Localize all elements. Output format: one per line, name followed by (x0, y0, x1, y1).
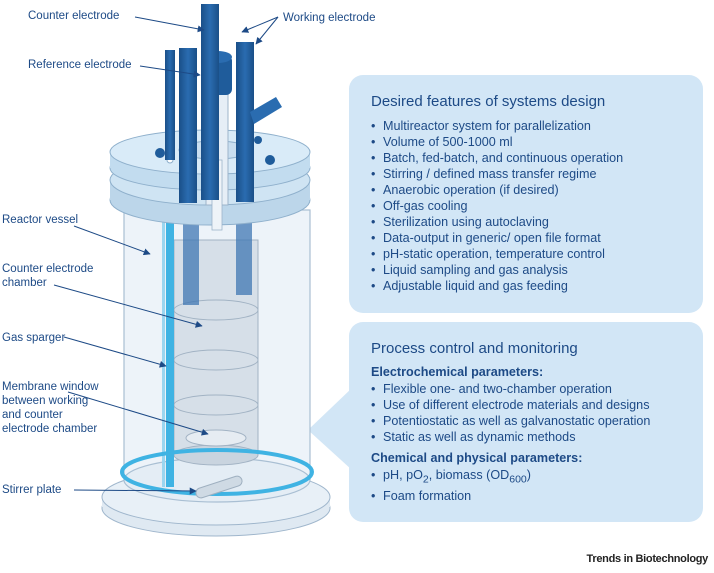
chemical-physical-heading: Chemical and physical parameters: (371, 451, 583, 465)
list-item: Off-gas cooling (371, 198, 703, 214)
counter-electrode-rod (201, 4, 219, 200)
journal-brand: Trends in Biotechnology (586, 553, 709, 565)
design-features-list: Multireactor system for parallelization … (371, 118, 703, 294)
item-text: , biomass (OD (428, 468, 510, 482)
label-reactor-vessel: Reactor vessel (2, 214, 79, 226)
callout-pointer (308, 388, 352, 470)
list-item: Batch, fed-batch, and continuous operati… (371, 150, 703, 166)
label-stirrer-plate: Stirrer plate (2, 484, 62, 496)
design-features-panel: Desired features of systems design Multi… (349, 75, 703, 313)
working-electrode-rod-lower (236, 210, 252, 295)
item-text: ) (526, 468, 531, 482)
list-item: Potentiostatic as well as galvanostatic … (371, 413, 703, 429)
list-item: Use of different electrode materials and… (371, 397, 703, 413)
list-item: Anaerobic operation (if desired) (371, 182, 703, 198)
small-port-rod (165, 50, 175, 160)
counter-electrode-rod-lower (183, 210, 199, 305)
list-item: Adjustable liquid and gas feeding (371, 278, 703, 294)
list-item: Sterilization using autoclaving (371, 214, 703, 230)
list-item: Multireactor system for parallelization (371, 118, 703, 134)
item-text: pH, pO (383, 468, 423, 482)
subscript: 600 (509, 473, 527, 486)
process-control-title: Process control and monitoring (371, 340, 578, 357)
working-electrode-rod-right (236, 42, 254, 202)
list-item: Foam formation (371, 488, 703, 504)
gas-sparger (162, 205, 174, 487)
leader-lines (53, 16, 279, 495)
label-counter-electrode-chamber: Counter electrode chamber (2, 263, 94, 289)
label-working-electrode: Working electrode (283, 12, 376, 24)
list-item: pH, pO2, biomass (OD600) (371, 467, 703, 488)
list-item: Volume of 500-1000 ml (371, 134, 703, 150)
electrochemical-heading: Electrochemical parameters: (371, 365, 544, 379)
list-item: Data-output in generic/ open file format (371, 230, 703, 246)
label-counter-electrode: Counter electrode (28, 10, 120, 22)
offgas-port (250, 97, 282, 124)
subscript: 2 (422, 473, 429, 486)
label-reference-electrode: Reference electrode (28, 59, 132, 71)
working-electrode-rod-left (179, 48, 197, 203)
process-control-panel: Process control and monitoring Electroch… (349, 322, 703, 522)
stirrer-ring (120, 448, 314, 496)
list-item: Static as well as dynamic methods (371, 429, 703, 445)
chemical-physical-list: pH, pO2, biomass (OD600) Foam formation (371, 467, 703, 504)
label-gas-sparger: Gas sparger (2, 332, 66, 344)
design-features-title: Desired features of systems design (371, 93, 606, 110)
list-item: Flexible one- and two-chamber operation (371, 381, 703, 397)
label-membrane-window: Membrane window between working and coun… (2, 381, 99, 435)
electrochemical-list: Flexible one- and two-chamber operation … (371, 381, 703, 445)
list-item: Stirring / defined mass transfer regime (371, 166, 703, 182)
list-item: Liquid sampling and gas analysis (371, 262, 703, 278)
list-item: pH-static operation, temperature control (371, 246, 703, 262)
